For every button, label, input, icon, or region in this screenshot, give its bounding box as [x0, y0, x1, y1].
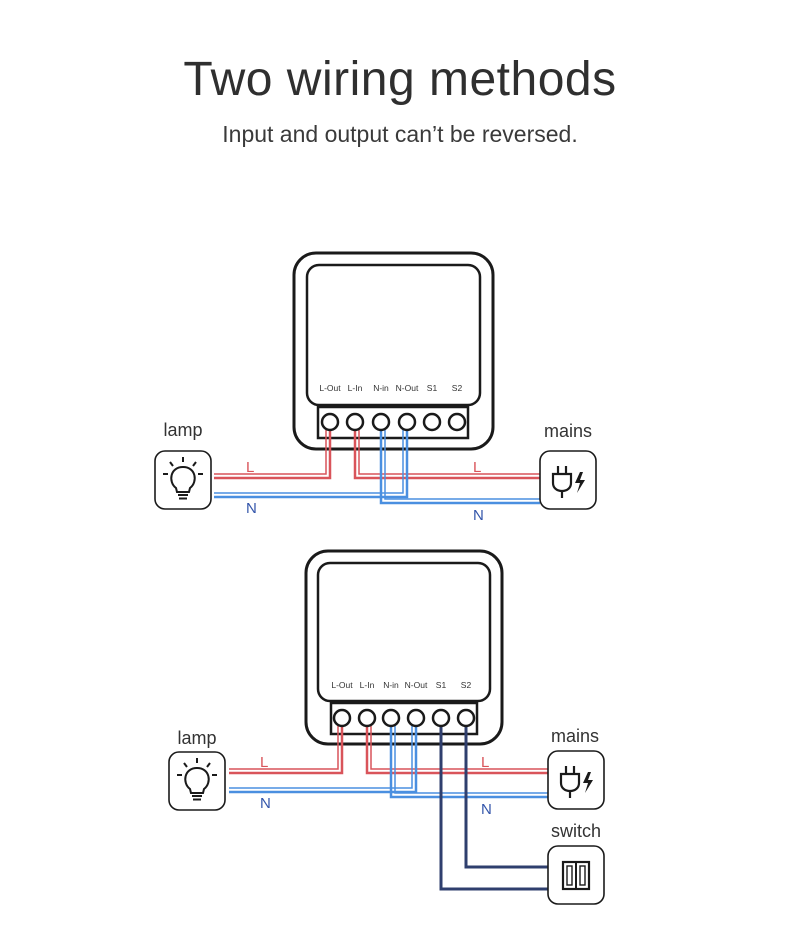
- terminal-label: N-Out: [405, 680, 428, 690]
- wires: [214, 422, 540, 505]
- terminal-screw: [397, 412, 417, 432]
- terminal-row: [320, 412, 467, 432]
- wall-switch-icon: [547, 845, 605, 905]
- neutral-wire-label: N: [473, 507, 484, 524]
- terminal-screw: [456, 708, 476, 728]
- terminal-label: S1: [436, 680, 447, 690]
- mains-label: mains: [544, 421, 592, 441]
- terminal-row: [332, 708, 476, 728]
- terminal-label: S2: [452, 383, 463, 393]
- terminal-label: L-In: [360, 680, 375, 690]
- terminal-screw: [381, 708, 401, 728]
- terminal-screw: [320, 412, 340, 432]
- page-subtitle: Input and output can’t be reversed.: [222, 121, 578, 147]
- terminal-label: L-Out: [319, 383, 341, 393]
- terminal-screw: [345, 412, 365, 432]
- terminal-labels: L-Out L-In N-in N-Out S1 S2: [331, 680, 471, 690]
- switch-label: switch: [551, 821, 601, 841]
- terminal-screw: [332, 708, 352, 728]
- live-wire-label: L: [481, 754, 489, 771]
- lamp-label: lamp: [177, 728, 216, 748]
- terminal-label: N-in: [373, 383, 389, 393]
- terminal-screw: [431, 708, 451, 728]
- terminal-label: S2: [461, 680, 472, 690]
- terminal-screw: [371, 412, 391, 432]
- lightbulb-icon: [168, 751, 226, 811]
- plug-icon: [547, 750, 605, 810]
- terminal-labels: L-Out L-In N-in N-Out S1 S2: [319, 383, 462, 393]
- neutral-wire-label: N: [481, 801, 492, 818]
- lightbulb-icon: [154, 450, 212, 510]
- terminal-screw: [422, 412, 442, 432]
- terminal-label: N-in: [383, 680, 399, 690]
- live-wire-label: L: [473, 459, 481, 476]
- terminal-label: S1: [427, 383, 438, 393]
- live-wire-label: L: [260, 754, 268, 771]
- mains-label: mains: [551, 726, 599, 746]
- terminal-label: L-In: [348, 383, 363, 393]
- neutral-wire-label: N: [260, 795, 271, 812]
- terminal-label: L-Out: [331, 680, 353, 690]
- terminal-screw: [357, 708, 377, 728]
- terminal-label: N-Out: [396, 383, 419, 393]
- wires: [229, 718, 548, 891]
- page-title: Two wiring methods: [183, 53, 617, 106]
- neutral-wire-label: N: [246, 500, 257, 517]
- terminal-screw: [406, 708, 426, 728]
- diagram-standard-wiring: L-Out L-In N-in N-Out S1 S2: [154, 251, 597, 524]
- lamp-label: lamp: [163, 420, 202, 440]
- terminal-screw: [447, 412, 467, 432]
- plug-icon: [539, 450, 597, 510]
- diagram-switch-wiring: L-Out L-In N-in N-Out S1 S2: [168, 549, 605, 905]
- relay-module: [304, 549, 504, 746]
- live-wire-label: L: [246, 459, 254, 476]
- relay-module: [292, 251, 495, 451]
